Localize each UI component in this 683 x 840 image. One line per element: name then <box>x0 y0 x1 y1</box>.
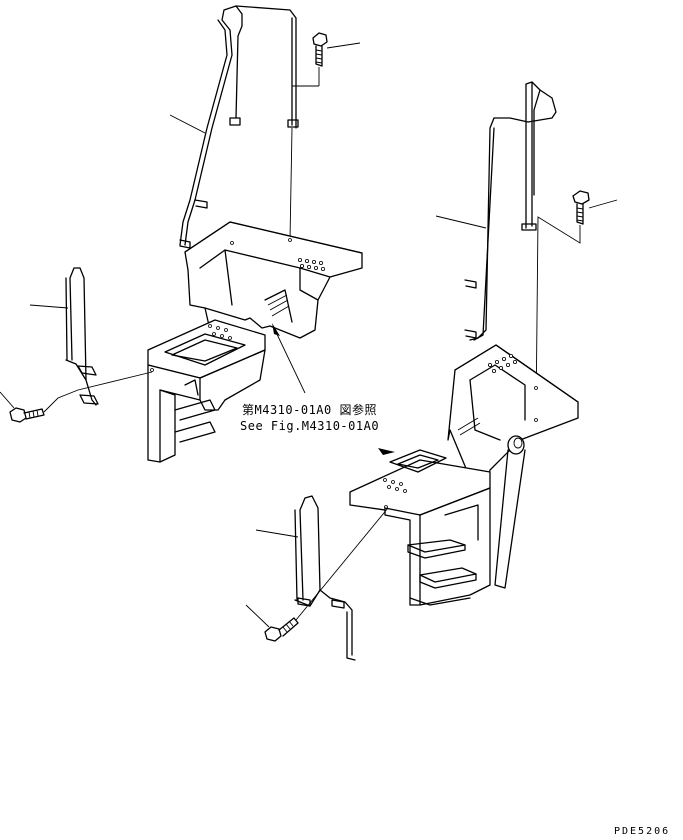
handrail-right-upper <box>464 81 557 341</box>
reference-arrow <box>272 323 395 455</box>
leader-lines-left-lower <box>0 304 153 413</box>
reference-note-english: See Fig.M4310-01A0 <box>240 419 380 433</box>
bolt-left-lower <box>9 407 45 423</box>
fender-body-right <box>447 344 579 589</box>
bolt-left-upper <box>312 32 328 67</box>
drawing-code: PDE5206 <box>614 826 671 837</box>
fender-body-left <box>184 221 363 339</box>
leader-lines-right-lower <box>245 507 389 628</box>
handrail-right-lower <box>294 495 356 661</box>
bolt-right <box>572 190 590 225</box>
bolt-right-lower <box>264 617 299 642</box>
handrail-left-upper <box>179 5 299 249</box>
step-platform-left <box>147 319 266 463</box>
leader-lines-right-upper <box>435 199 618 421</box>
reference-note-japanese: 第M4310-01A0 図参照 <box>242 403 377 417</box>
right-assembly <box>245 81 618 661</box>
left-assembly <box>0 5 363 463</box>
hole-pattern <box>297 257 325 271</box>
handrail-left-lower <box>65 267 99 406</box>
hole-pattern-right <box>487 353 518 373</box>
step-platform-right <box>349 449 491 606</box>
leader-lines-left-upper <box>169 42 361 241</box>
